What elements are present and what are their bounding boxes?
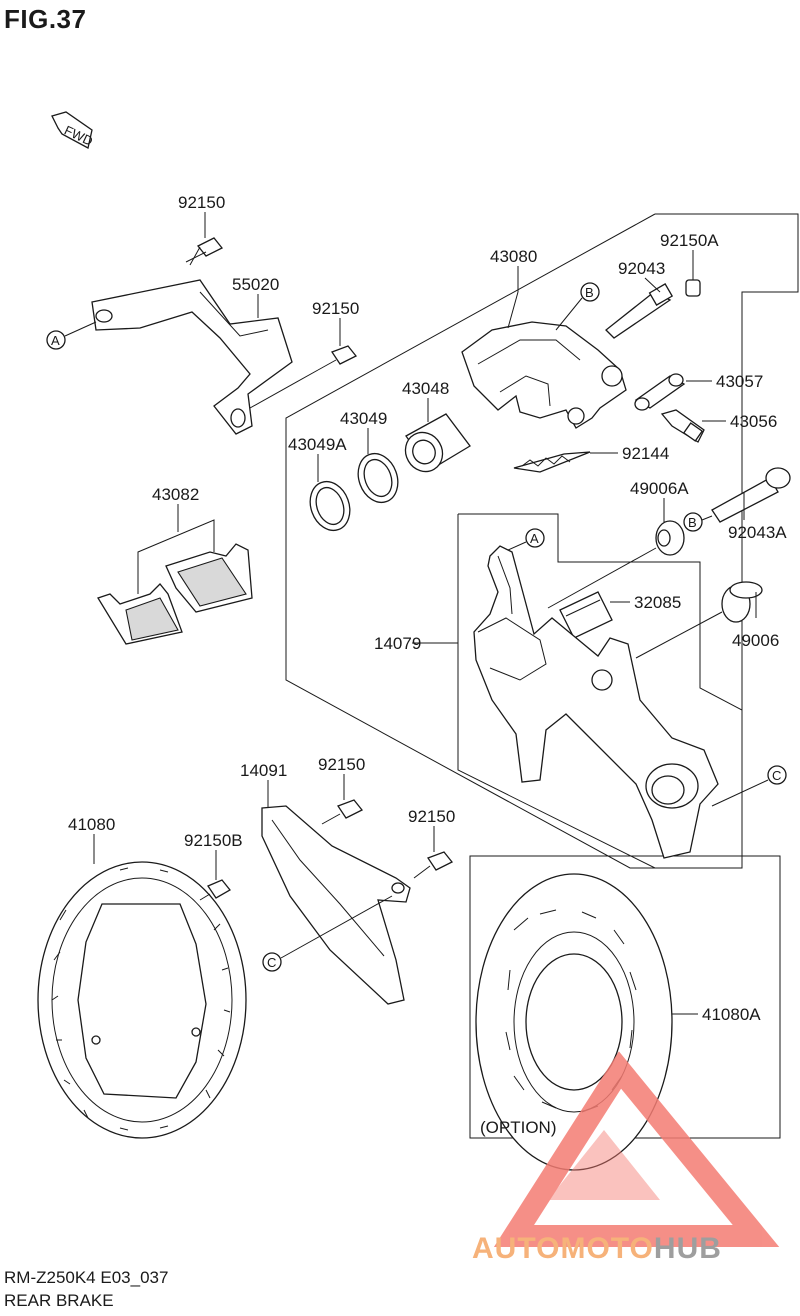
brake-disc-41080: [37, 861, 247, 1139]
brake-disc-41080A: [475, 873, 673, 1171]
label-43080: 43080: [490, 247, 537, 266]
label-49006: 49006: [732, 631, 779, 650]
footer-name: REAR BRAKE: [4, 1291, 114, 1310]
label-43057: 43057: [716, 372, 763, 391]
label-92150A: 92150A: [660, 231, 719, 250]
pad-spring-92144: [513, 451, 591, 473]
label-32085: 32085: [634, 593, 681, 612]
piston-seal-43049: [357, 452, 399, 504]
ref-circle-c1: [767, 765, 787, 785]
bolt-92150-top: [185, 237, 224, 266]
bolt-92150-guard-left: [321, 799, 364, 825]
bleeder-cap-92150A: [685, 279, 701, 297]
label-43056: 43056: [730, 412, 777, 431]
label-14079: 14079: [374, 634, 421, 653]
watermark-text: AUTOMOTOHUB: [472, 1232, 722, 1266]
automotohub-logo-icon: [493, 1051, 780, 1247]
label-43049: 43049: [340, 409, 387, 428]
boot-49006: [721, 581, 763, 623]
boot-49006A: [655, 520, 685, 556]
label-49006A: 49006A: [630, 479, 689, 498]
figure-title: FIG.37: [4, 4, 87, 34]
ref-c1: C: [772, 768, 781, 783]
watermark-part2: HUB: [653, 1232, 722, 1265]
hose-joint-43057: [634, 373, 686, 411]
label-92144: 92144: [622, 444, 669, 463]
label-43082: 43082: [152, 485, 199, 504]
label-92150-guard-right: 92150: [408, 807, 455, 826]
caliper-guard-55020: [91, 279, 293, 435]
label-55020: 55020: [232, 275, 279, 294]
bolt-92150B: [199, 879, 231, 901]
ref-c2: C: [267, 955, 276, 970]
caliper-bracket-14079: [473, 545, 719, 859]
label-14091: 14091: [240, 761, 287, 780]
ref-b1: B: [585, 285, 594, 300]
label-43049A: 43049A: [288, 435, 347, 454]
label-41080A: 41080A: [702, 1005, 761, 1024]
pad-clip-32085: [559, 591, 613, 639]
footer-code: RM-Z250K4 E03_037: [4, 1268, 169, 1287]
fwd-label: FWD: [62, 123, 95, 149]
watermark-part1: AUTOMOTO: [472, 1232, 654, 1265]
option-label: (OPTION): [480, 1118, 557, 1137]
sliding-pin-92043A: [711, 467, 791, 523]
ref-circle-a1: [46, 330, 66, 350]
label-92150B: 92150B: [184, 831, 243, 850]
bleeder-valve-43056: [660, 409, 705, 443]
bracket-assembly-outline: [457, 513, 743, 869]
ref-circle-b2: [683, 512, 703, 532]
ref-a1: A: [51, 333, 60, 348]
label-43048: 43048: [402, 379, 449, 398]
bolt-92150-middle: [317, 345, 358, 371]
dust-seal-43049A: [309, 480, 351, 532]
fwd-arrow-icon: FWD: [51, 111, 95, 149]
label-92150-middle: 92150: [312, 299, 359, 318]
label-92043: 92043: [618, 259, 665, 278]
ref-circle-a2: [525, 528, 545, 548]
ref-circle-b1: [580, 282, 600, 302]
label-92150-guard-left: 92150: [318, 755, 365, 774]
piston-43048: [404, 413, 471, 473]
caliper-body-43080: [461, 321, 627, 429]
label-92043A: 92043A: [728, 523, 787, 542]
ref-circle-c2: [262, 952, 282, 972]
disc-guard-14091: [261, 805, 411, 1005]
brake-pads-43082: [97, 543, 253, 645]
pin-92043: [605, 283, 674, 339]
label-41080: 41080: [68, 815, 115, 834]
bolt-92150-guard-right: [413, 851, 454, 879]
ref-b2: B: [688, 515, 697, 530]
label-92150-top: 92150: [178, 193, 225, 212]
ref-a2: A: [530, 531, 539, 546]
